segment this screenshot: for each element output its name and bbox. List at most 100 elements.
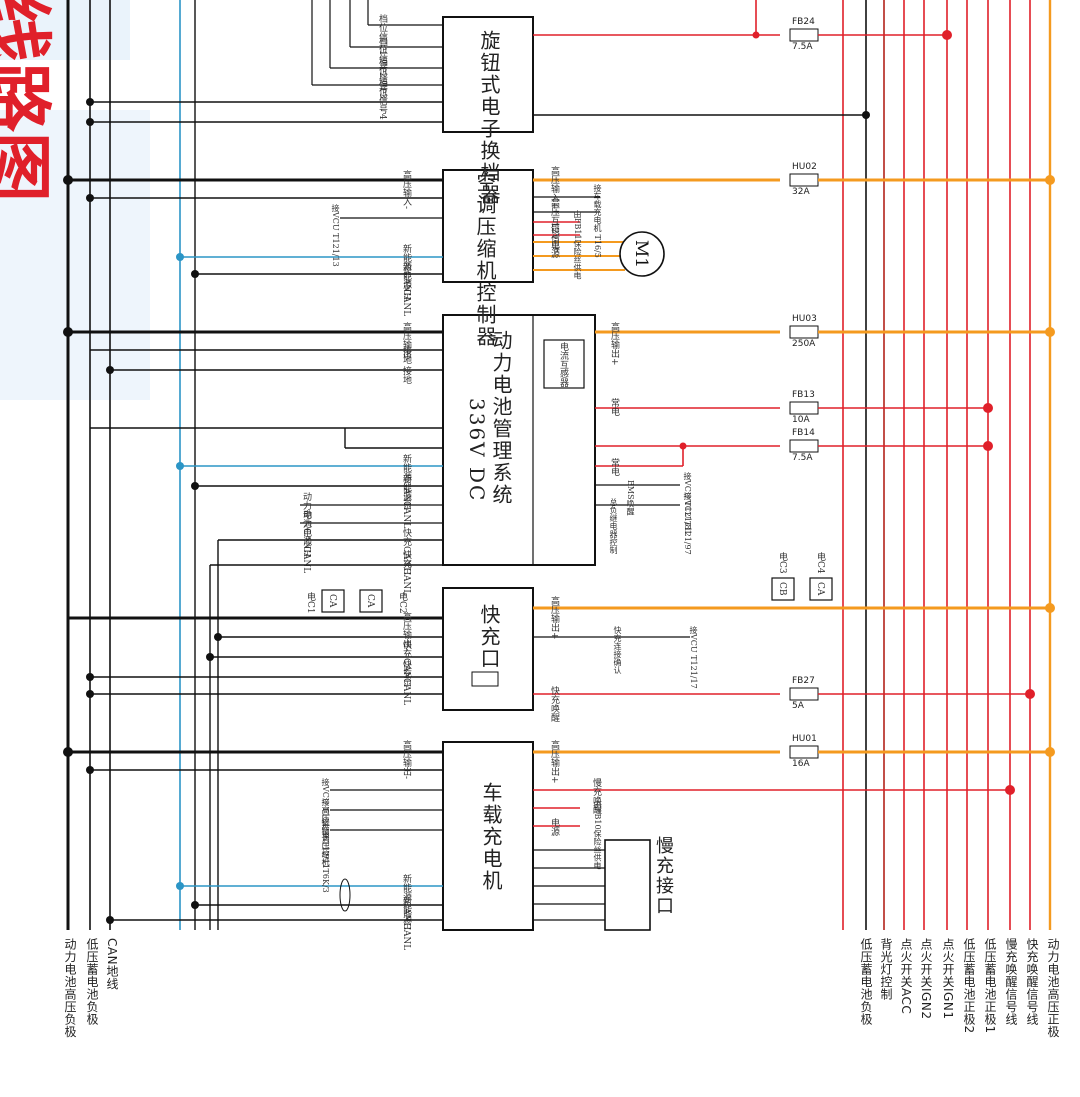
fuse-hu03-rating: 250A <box>792 339 816 349</box>
bms-right-pin-5: 接VCU T121/97 <box>683 492 692 555</box>
rail-label-can-ground: CAN地线 <box>105 938 119 991</box>
hv-rail-fast-charge <box>780 603 1055 613</box>
rail-label-lv-positive-1: 低压蓄电池正极1 <box>983 938 997 1034</box>
shifter-signal-1: 档位信号1 <box>377 14 387 56</box>
shifter-signal-4: 档位信号4 <box>377 78 387 120</box>
connector-ca-left-2: CA <box>365 594 375 608</box>
bms-left-pin-6: 动力电池CANL <box>301 510 311 574</box>
bms-title: 动力电池管理系统 <box>489 330 513 506</box>
obc-right-pin-3: 电源 <box>549 818 559 836</box>
obc-right-pin-0: 高压输出+ <box>549 740 559 784</box>
fc-left-pin-1: 快充CANH <box>401 640 411 688</box>
bms-left-pin-7: 快充CANH <box>401 528 411 576</box>
fuse-fb13-rating: 10A <box>792 415 810 425</box>
shifter-signal-3: 档位信号3 <box>377 57 387 99</box>
bms-voltage: 336V DC <box>465 398 489 503</box>
rail-label-fast-wake: 快充唤醒信号线 <box>1025 938 1039 1026</box>
fuse-fb24-id: FB24 <box>792 17 815 27</box>
fc-right-pin-2: 快充连接确认 <box>613 626 622 674</box>
ac-compressor-title: 空调压缩机控制器 <box>473 172 497 348</box>
rail-label-slow-wake: 慢充唤醒信号线 <box>1004 938 1018 1026</box>
bms-right-pin-6: 总负继电器控制 <box>609 498 618 554</box>
bms-module <box>63 314 780 566</box>
shifter-title: 旋钮式电子换档器 <box>477 30 501 206</box>
ac-right-pin-2: 高压互锁信号 <box>549 198 559 252</box>
shifter-module <box>86 0 870 133</box>
rail-label-lv-negative-right: 低压蓄电池负极 <box>859 938 873 1026</box>
ac-right-pin-1: 接车载充电机 T16/5 <box>593 184 602 258</box>
rail-label-lv-negative-left: 低压蓄电池负极 <box>85 938 99 1026</box>
fc-right-pin-0: 高压输出+ <box>549 596 559 640</box>
bms-left-pin-1: 接地 <box>401 346 411 364</box>
fuse-hu02-id: HU02 <box>792 162 817 172</box>
fc-left-pin-0: 高压输出- <box>401 612 411 652</box>
obc-module <box>63 741 1015 931</box>
fuse-row <box>780 28 1055 759</box>
bms-right-pin-3: 接VCU T121/81 <box>683 472 692 535</box>
obc-left-pin-0: 高压输出- <box>401 740 411 780</box>
rail-label-lv-positive-2: 低压蓄电池正极2 <box>962 938 976 1034</box>
connector-ca-left: CA <box>327 594 337 608</box>
ac-left-pin-2: 新能源CANH <box>401 244 411 301</box>
rail-label-hv-negative: 动力电池高压负极 <box>63 938 77 1038</box>
ac-right-pin-0: 高压输入+ <box>549 166 559 210</box>
fuse-fb14-id: FB14 <box>792 428 815 438</box>
fuse-hu01-rating: 16A <box>792 759 810 769</box>
fc-right-pin-3: 快充唤醒 <box>549 686 559 722</box>
fc-right-pin-1: 接VCU T121/17 <box>689 626 698 689</box>
fuse-fb13 <box>789 401 993 415</box>
fuse-fb27-rating: 5A <box>792 701 804 711</box>
connector-c4: 电C4 <box>815 552 825 574</box>
bms-right-pin-1: 常电 <box>609 398 619 416</box>
fuse-hu02-rating: 32A <box>792 187 810 197</box>
obc-left-pin-1: 接VCU T121/36 <box>321 778 330 841</box>
bms-right-pin-0: 高压输出+ <box>609 322 619 366</box>
obc-left-pin-4: 新能源CANH <box>401 874 411 931</box>
obc-left-pin-5: 新能源CANL <box>401 896 411 951</box>
fuse-fb27-id: FB27 <box>792 676 815 686</box>
connector-c2: 电C2 <box>397 592 407 614</box>
ac-right-pin-3: 由FB11保险丝供电 <box>573 210 582 280</box>
obc-left-pin-2: 接高压互锁 T12/11 <box>321 798 330 869</box>
fuse-hu03 <box>789 325 1055 339</box>
left-rails <box>66 0 219 930</box>
watermark-block <box>0 110 150 400</box>
fast-charge-title: 快充口 <box>477 604 501 670</box>
obc-right-pin-2: 由FB10保险丝供电 <box>593 800 602 870</box>
watermark-block <box>0 0 130 60</box>
ac-compressor-module: M1 <box>63 169 780 283</box>
connector-c3: 电C3 <box>777 552 787 574</box>
ac-left-pin-3: 新能源CANL <box>401 262 411 317</box>
bms-left-pin-2: 接地 <box>401 366 411 384</box>
connector-c1: 电C1 <box>305 592 315 614</box>
bms-right-pin-2: 常电 <box>609 458 619 476</box>
fuse-fb24 <box>789 28 952 42</box>
fuse-hu01-id: HU01 <box>792 734 817 744</box>
slow-charge-title: 慢充接口 <box>653 836 674 916</box>
ac-left-pin-0: 高压输入- <box>401 170 411 210</box>
obc-left-pin-3: 接空调压缩机 T6K/3 <box>321 818 330 893</box>
bms-left-pin-0: 高压输出- <box>401 322 411 362</box>
fuse-hu03-id: HU03 <box>792 314 817 324</box>
rail-label-ign-acc: 点火开关ACC <box>899 938 913 1015</box>
connector-cb-right: CB <box>777 582 787 596</box>
ac-right-pin-4: 12V电源 <box>549 222 559 258</box>
fast-charge-module <box>68 577 833 711</box>
rail-label-hv-positive: 动力电池高压正极 <box>1046 938 1060 1038</box>
fuse-hu02 <box>789 173 1055 187</box>
fuse-fb13-id: FB13 <box>792 390 815 400</box>
rail-label-backlight: 背光灯控制 <box>879 938 893 1001</box>
bms-left-pin-8: 快充CANL <box>401 550 411 596</box>
shifter-signal-2: 档位信号2 <box>377 36 387 78</box>
fuse-fb24-rating: 7.5A <box>792 42 813 52</box>
fuse-hu01 <box>789 745 1055 759</box>
bms-left-pin-3: 新能源CANH <box>401 454 411 511</box>
fuse-fb14 <box>789 439 993 453</box>
right-rails <box>842 0 1052 930</box>
obc-title: 车载充电机 <box>479 782 503 892</box>
bms-left-pin-4: 新能源CANL <box>401 474 411 529</box>
bms-right-pin-4: BMS唤醒 <box>626 480 635 516</box>
rail-label-ign2: 点火开关IGN2 <box>919 938 933 1020</box>
bms-left-pin-5: 动力电池CANH <box>301 492 311 558</box>
